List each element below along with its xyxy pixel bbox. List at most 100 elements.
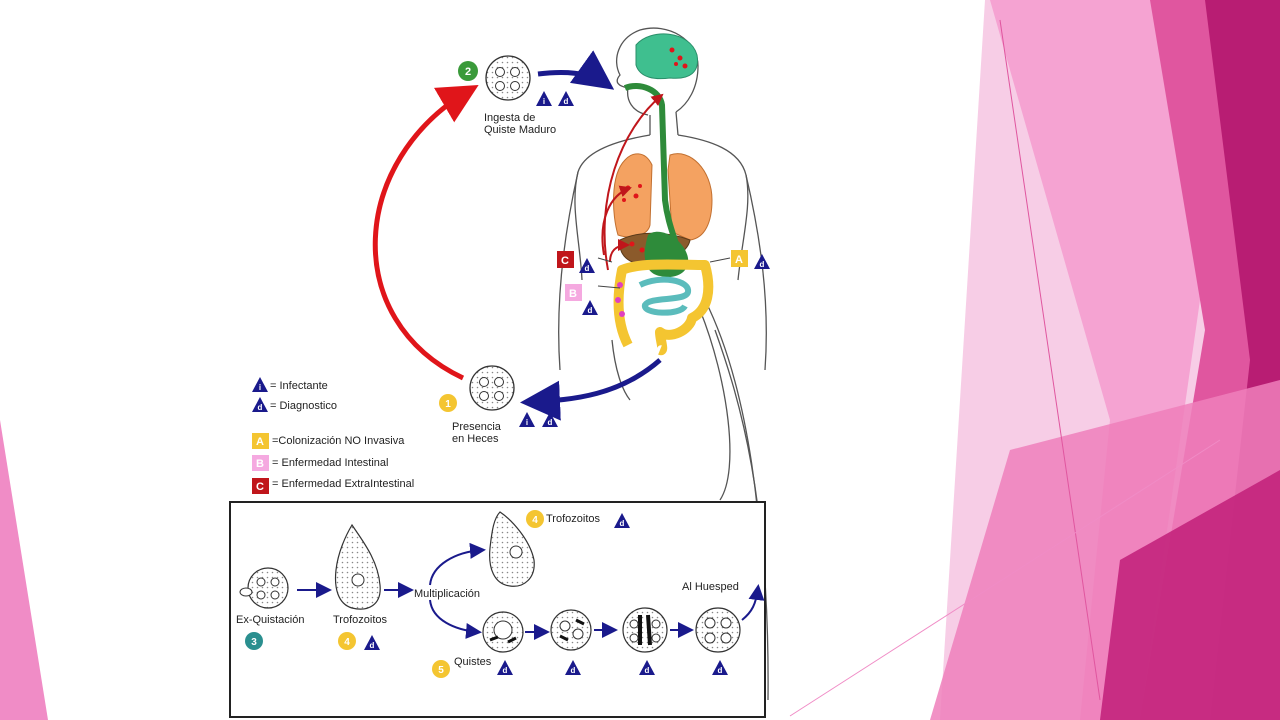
legend-C-box bbox=[252, 478, 269, 494]
arrow-up-to-trophozoites bbox=[429, 542, 486, 586]
excysting-cyst bbox=[247, 567, 289, 609]
neck-outline bbox=[649, 111, 679, 136]
arm-right-outline bbox=[745, 174, 767, 371]
diagnostic-badge-letter: d bbox=[564, 97, 569, 106]
stage5-label: Quistes bbox=[454, 656, 492, 668]
marker-A: A d bbox=[731, 250, 770, 269]
diagnostic-badge bbox=[582, 300, 598, 315]
marker-B-letter: B bbox=[569, 288, 577, 300]
cyst-opening bbox=[239, 587, 253, 597]
stage4a-number: 4 bbox=[344, 637, 350, 648]
arrow-from-host bbox=[520, 358, 662, 421]
trophozoite bbox=[334, 523, 381, 610]
connector-line bbox=[709, 257, 731, 263]
legend-diagnostic-badge bbox=[252, 397, 268, 412]
stage1-label-line1: Presencia bbox=[452, 421, 502, 433]
cyst-mature bbox=[695, 607, 741, 653]
diagnostic-badge bbox=[614, 513, 630, 528]
diagnostic-badge bbox=[754, 254, 770, 269]
arrow-down-to-cysts bbox=[429, 599, 482, 639]
marker-C: C d bbox=[557, 251, 595, 273]
lumen-cycle: Ex-Quistación 3 Trofozoitos 4 d Multipli… bbox=[236, 510, 765, 678]
stage4a-number-circle bbox=[338, 632, 356, 650]
diagnostic-badge bbox=[579, 258, 595, 273]
stage4b-number: 4 bbox=[532, 515, 538, 526]
lung-right bbox=[667, 153, 713, 241]
legend-A-letter: A bbox=[256, 436, 264, 448]
diagnostic-badge-letter: d bbox=[571, 666, 576, 675]
legend-B-text: = Enfermedad Intestinal bbox=[272, 457, 389, 469]
legend-B-box bbox=[252, 455, 269, 471]
human-body bbox=[558, 27, 769, 701]
diagnostic-badge bbox=[497, 660, 513, 675]
stage1-number-circle bbox=[439, 394, 457, 412]
trophozoite-nucleus bbox=[509, 545, 523, 559]
cyst-nuclei bbox=[256, 577, 280, 600]
intestinal-lesions bbox=[615, 282, 625, 317]
marker-A-letter: A bbox=[735, 254, 743, 266]
infective-badge bbox=[536, 91, 552, 106]
marker-C-letter: C bbox=[561, 255, 569, 267]
arrow-to-host bbox=[741, 584, 765, 621]
multiplication-label: Multiplicación bbox=[414, 588, 480, 600]
diagnostic-badge-letter: d bbox=[588, 306, 593, 315]
connector-line bbox=[597, 285, 621, 289]
stage2-number-circle bbox=[458, 61, 478, 81]
stage5-number-circle bbox=[432, 660, 450, 678]
stage1-group: 1 i d Presencia en Heces bbox=[439, 365, 558, 445]
legend-A-text: =Colonización NO Invasiva bbox=[272, 435, 405, 447]
stage3-label: Ex-Quistación bbox=[236, 614, 304, 626]
infective-badge-letter: i bbox=[543, 97, 545, 106]
diagnostic-badge-letter: d bbox=[620, 519, 625, 528]
diagnostic-badge-letter: d bbox=[585, 264, 590, 273]
pink-shape-left bbox=[0, 420, 48, 720]
diagnostic-badge-letter: d bbox=[760, 260, 765, 269]
red-cycle-arrow bbox=[372, 84, 479, 381]
stage4b-number-circle bbox=[526, 510, 544, 528]
lung-left bbox=[613, 153, 653, 238]
diagnostic-badge bbox=[712, 660, 728, 675]
trophozoite-nucleus bbox=[351, 573, 365, 587]
marker-B: B d bbox=[565, 284, 598, 315]
legend-infective-text: = Infectante bbox=[270, 380, 328, 392]
legend-infective-badge bbox=[252, 377, 268, 392]
stage1-number: 1 bbox=[445, 399, 451, 410]
cyst-nuclei bbox=[479, 377, 504, 401]
stage1-label-line2: en Heces bbox=[452, 433, 499, 445]
diagnostic-badge bbox=[364, 635, 380, 650]
stage2-group: 2 i d Ingesta de Quiste Maduro bbox=[458, 55, 574, 136]
cyst-immature-2 bbox=[550, 609, 592, 651]
legend-diagnostic-text: = Diagnostico bbox=[270, 400, 337, 412]
stage4b-label: Trofozoitos bbox=[546, 513, 601, 525]
stage2-number: 2 bbox=[465, 66, 471, 78]
stage5-number: 5 bbox=[438, 665, 444, 676]
legend-B-letter: B bbox=[256, 458, 264, 470]
legend: i = Infectante d = Diagnostico A =Coloni… bbox=[252, 377, 414, 494]
diagnostic-badge bbox=[558, 91, 574, 106]
diagnostic-badge bbox=[565, 660, 581, 675]
mature-cyst bbox=[485, 55, 531, 101]
connector-line bbox=[597, 257, 613, 263]
stage4a-label: Trofozoitos bbox=[333, 614, 388, 626]
pink-line bbox=[999, 19, 1101, 701]
diagnostic-badge bbox=[542, 412, 558, 427]
cyst-immature-3 bbox=[622, 607, 668, 653]
magenta-shape-corner bbox=[1100, 470, 1280, 720]
stage2-label-line2: Quiste Maduro bbox=[484, 124, 556, 136]
brain-lesions bbox=[669, 47, 688, 69]
stage3-number: 3 bbox=[251, 637, 257, 648]
body-curve bbox=[699, 309, 731, 501]
legend-infective-letter: i bbox=[259, 383, 261, 392]
stage2-label-line1: Ingesta de bbox=[484, 112, 535, 124]
arrow-to-mouth bbox=[537, 50, 615, 90]
small-intestine bbox=[638, 276, 691, 316]
host-label: Al Huesped bbox=[682, 581, 739, 593]
diagnostic-badge-letter: d bbox=[503, 666, 508, 675]
legend-A-box bbox=[252, 433, 269, 449]
diagnostic-badge-letter: d bbox=[548, 418, 553, 427]
diagnostic-badge bbox=[639, 660, 655, 675]
cyst-nuclei bbox=[495, 67, 520, 91]
legend-C-letter: C bbox=[256, 481, 264, 493]
